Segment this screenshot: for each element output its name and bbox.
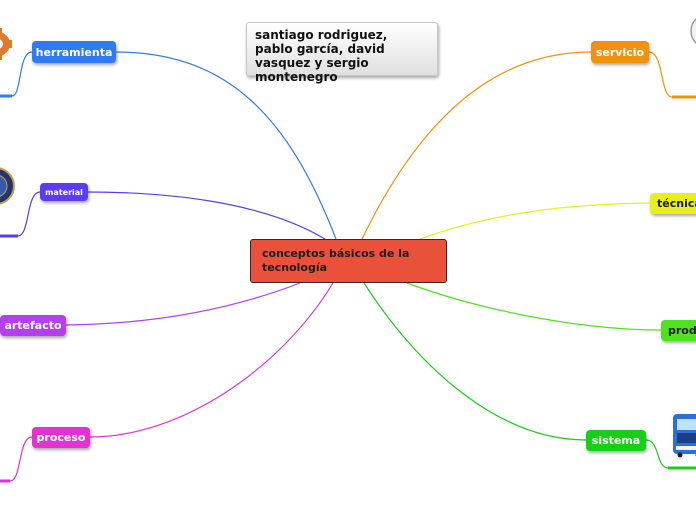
gear-image	[0, 28, 12, 60]
central-topic[interactable]: conceptos básicos de la tecnología	[250, 239, 447, 283]
connector-tecnica	[419, 202, 651, 240]
connector-artefacto	[65, 282, 301, 326]
topic-material[interactable]: material	[40, 183, 88, 201]
material-seal-image	[0, 167, 15, 205]
bus-image	[673, 414, 696, 458]
service-image	[690, 17, 696, 45]
topic-tecnica[interactable]: técnica	[650, 193, 696, 214]
subbranch-sistema	[645, 439, 696, 469]
connector-proceso	[89, 282, 334, 438]
connector-herramienta	[115, 51, 337, 240]
authors-note[interactable]: santiago rodriguez, pablo garcía, david …	[246, 22, 438, 84]
topic-producto[interactable]: producto	[661, 320, 696, 341]
connector-producto	[406, 282, 662, 331]
connector-material	[87, 191, 326, 240]
topic-sistema[interactable]: sistema	[586, 430, 646, 451]
connector-sistema	[363, 282, 587, 441]
connector-servicio	[361, 51, 592, 240]
topic-artefacto[interactable]: artefacto	[0, 315, 66, 336]
subbranch-material	[0, 191, 41, 237]
topic-herramienta[interactable]: herramienta	[32, 41, 116, 63]
topic-proceso[interactable]: proceso	[32, 427, 90, 448]
topic-servicio[interactable]: servicio	[591, 41, 649, 63]
subbranch-servicio	[648, 51, 696, 98]
subbranch-proceso	[0, 436, 33, 482]
subbranch-herramienta	[0, 51, 33, 97]
